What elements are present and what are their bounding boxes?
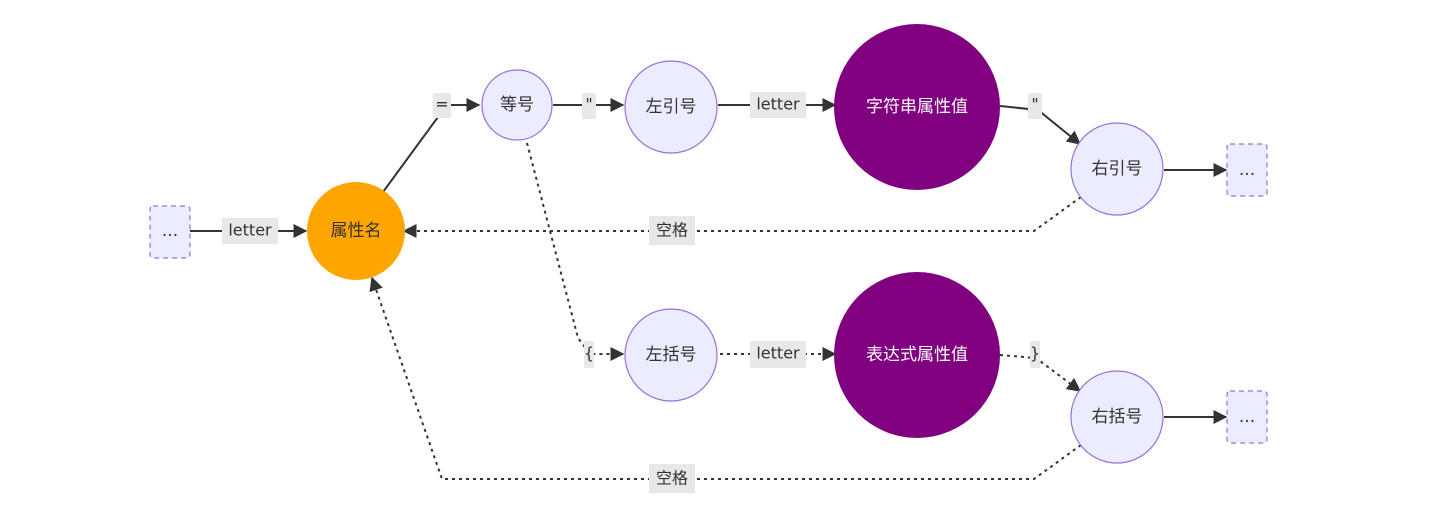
node-attr-name: 属性名 bbox=[307, 182, 405, 280]
node-expr-attr-value: 表达式属性值 bbox=[834, 272, 1000, 438]
edge-label-right-quote-to-attr: 空格 bbox=[649, 216, 695, 245]
node-string-attr-value: 字符串属性值 bbox=[834, 24, 1000, 190]
svg-text:右引号: 右引号 bbox=[1092, 159, 1143, 179]
svg-text:属性名: 属性名 bbox=[331, 221, 382, 241]
svg-text:}: } bbox=[1030, 344, 1040, 363]
svg-text:...: ... bbox=[1239, 160, 1255, 180]
node-right-brace: 右括号 bbox=[1070, 370, 1164, 464]
svg-text:...: ... bbox=[1239, 407, 1255, 427]
edge-label-right-brace-to-attr: 空格 bbox=[649, 464, 695, 493]
svg-text:letter: letter bbox=[756, 344, 800, 363]
node-equals-sign: 等号 bbox=[481, 69, 553, 141]
svg-text:{: { bbox=[584, 344, 594, 363]
svg-text:letter: letter bbox=[756, 95, 800, 114]
svg-text:等号: 等号 bbox=[500, 95, 534, 115]
edge-label-left-quote-to-string: letter bbox=[750, 92, 806, 118]
svg-text:...: ... bbox=[162, 221, 178, 241]
svg-text:表达式属性值: 表达式属性值 bbox=[866, 345, 968, 365]
edge-label-expr-to-right-brace: } bbox=[1030, 341, 1040, 368]
svg-text:": " bbox=[1031, 95, 1038, 114]
edge-right-quote-to-attr bbox=[402, 196, 1082, 238]
edge-label-start-to-attr: letter bbox=[222, 218, 278, 244]
edge-label-string-to-right-quote: " bbox=[1028, 93, 1042, 119]
edge-equals-to-left-brace bbox=[526, 142, 625, 361]
node-start-ellipsis: ... bbox=[149, 205, 191, 259]
edge-label-left-brace-to-expr: letter bbox=[750, 341, 806, 368]
node-left-brace: 左括号 bbox=[624, 308, 718, 402]
svg-text:空格: 空格 bbox=[656, 221, 688, 240]
edge-attr-to-equals bbox=[382, 98, 481, 193]
edge-right-brace-to-attr bbox=[369, 276, 1082, 480]
edge-label-equals-to-left-quote: " bbox=[582, 93, 596, 119]
svg-text:空格: 空格 bbox=[656, 469, 688, 488]
node-end-ellipsis-bottom: ... bbox=[1226, 390, 1268, 444]
svg-text:": " bbox=[585, 95, 592, 114]
svg-text:左括号: 左括号 bbox=[646, 345, 697, 365]
edge-label-equals-to-left-brace: { bbox=[584, 341, 594, 368]
edge-label-attr-to-equals: = bbox=[433, 93, 451, 118]
svg-text:左引号: 左引号 bbox=[646, 97, 697, 117]
svg-text:字符串属性值: 字符串属性值 bbox=[866, 97, 968, 117]
svg-text:右括号: 右括号 bbox=[1092, 407, 1143, 427]
node-right-quote: 右引号 bbox=[1070, 122, 1164, 216]
node-end-ellipsis-top: ... bbox=[1226, 143, 1268, 197]
svg-text:letter: letter bbox=[228, 221, 272, 240]
svg-text:=: = bbox=[435, 95, 448, 114]
node-left-quote: 左引号 bbox=[624, 60, 718, 154]
